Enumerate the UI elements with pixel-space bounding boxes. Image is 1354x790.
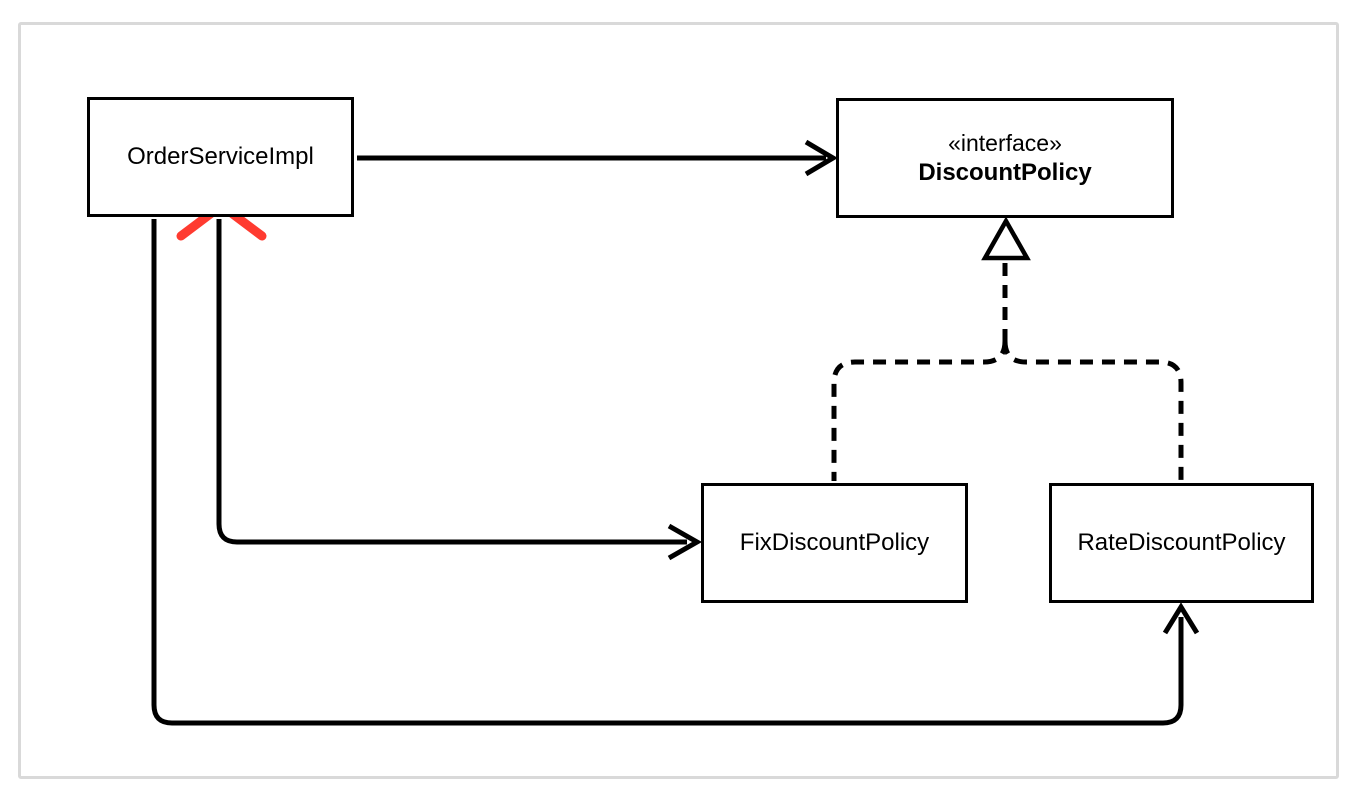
class-box-rate-discount-policy: RateDiscountPolicy: [1049, 483, 1314, 603]
edge-order-to-fix: [216, 219, 703, 561]
class-name-label: OrderServiceImpl: [127, 143, 314, 170]
interface-name-label: DiscountPolicy: [918, 159, 1092, 186]
realization-branch-fix: [831, 340, 1008, 481]
edge-order-to-fix-shaft: [216, 219, 687, 545]
edge-realization: [831, 263, 1184, 481]
realization-branch-rate: [1002, 340, 1184, 481]
interface-stereotype-label: «interface»: [948, 130, 1062, 156]
arrowhead-rate: [1162, 602, 1200, 635]
edge-order-to-rate: [151, 219, 1200, 726]
arrowhead-interface: [804, 139, 838, 177]
class-name-label: RateDiscountPolicy: [1077, 529, 1286, 556]
arrowhead-fix: [667, 523, 703, 561]
interface-box-discount-policy: «interface» DiscountPolicy: [836, 98, 1174, 218]
edge-order-to-rate-shaft: [151, 219, 1184, 726]
diagram-canvas: OrderServiceImpl «interface» DiscountPol…: [18, 22, 1339, 779]
class-box-fix-discount-policy: FixDiscountPolicy: [701, 483, 968, 603]
hollow-triangle-arrowhead: [981, 216, 1031, 261]
edge-order-to-interface: [357, 139, 838, 177]
class-name-label: FixDiscountPolicy: [739, 529, 930, 556]
class-box-order-service-impl: OrderServiceImpl: [87, 97, 354, 217]
